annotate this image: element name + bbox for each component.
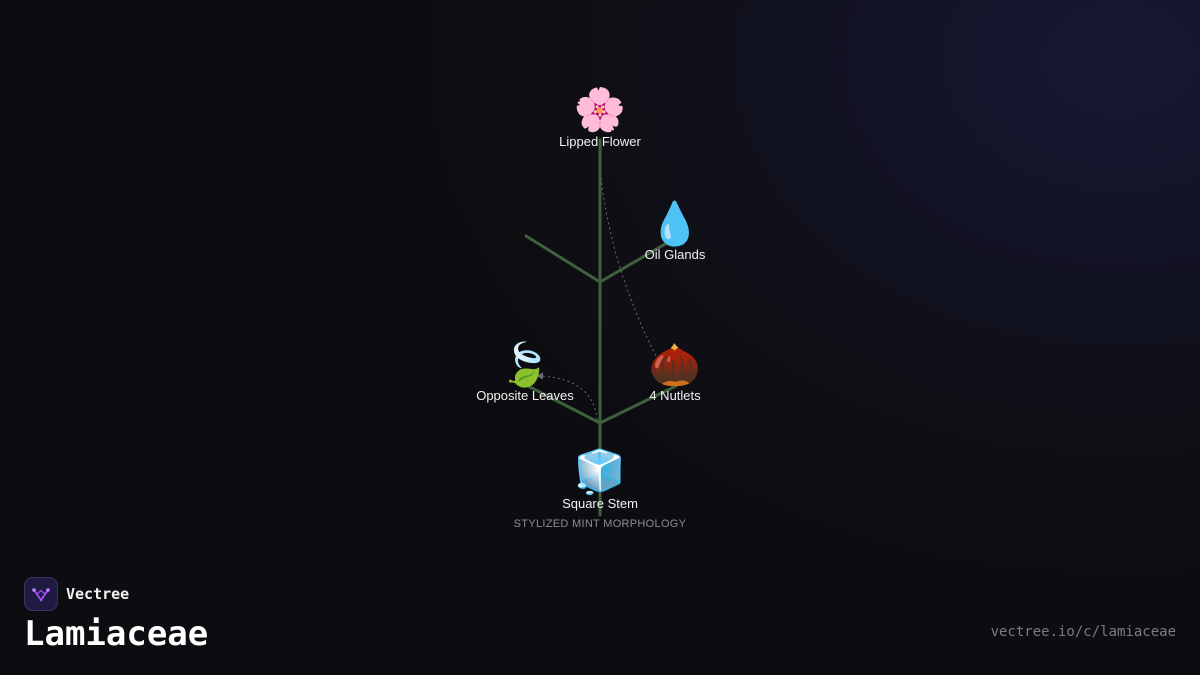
vectree-logo-icon <box>24 577 58 611</box>
lower-right-branch <box>598 384 678 425</box>
node-label: Oil Glands <box>645 247 706 262</box>
page-url[interactable]: vectree.io/c/lamiaceae <box>990 624 1176 640</box>
node-label: Opposite Leaves <box>476 388 574 403</box>
chestnut-icon: 🌰 <box>649 341 701 388</box>
link-arrowhead <box>536 372 543 380</box>
ice-cube-icon: 🧊 <box>574 447 626 497</box>
node-square-stem[interactable]: 🧊 Square Stem <box>562 447 638 511</box>
upper-right-branch <box>598 238 674 284</box>
droplet-icon: 💧 <box>649 199 701 248</box>
leaf-icon: 🍃 <box>499 339 551 389</box>
diagram-caption: STYLIZED MINT MORPHOLOGY <box>514 518 687 530</box>
node-label: Square Stem <box>562 496 638 511</box>
page-title: Lamiaceae <box>24 614 209 654</box>
node-4-nutlets[interactable]: 🌰 4 Nutlets <box>649 341 701 403</box>
link-flower-to-nutlets <box>600 177 661 365</box>
lower-left-branch <box>524 383 602 425</box>
link-stem-to-leaves <box>541 375 598 421</box>
node-label: 4 Nutlets <box>649 388 701 403</box>
node-label: Lipped Flower <box>559 134 641 149</box>
upper-left-branch <box>524 234 602 284</box>
cherry-blossom-icon: 🌸 <box>574 85 626 134</box>
brand[interactable]: Vectree <box>24 577 129 611</box>
plant-structure <box>524 138 678 517</box>
node-oil-glands[interactable]: 💧 Oil Glands <box>645 199 706 262</box>
vectree-logo-mark <box>32 588 50 602</box>
brand-name: Vectree <box>66 585 130 603</box>
relation-links <box>541 177 661 421</box>
node-lipped-flower[interactable]: 🌸 Lipped Flower <box>559 85 641 149</box>
node-opposite-leaves[interactable]: 🍃 Opposite Leaves <box>476 339 574 403</box>
